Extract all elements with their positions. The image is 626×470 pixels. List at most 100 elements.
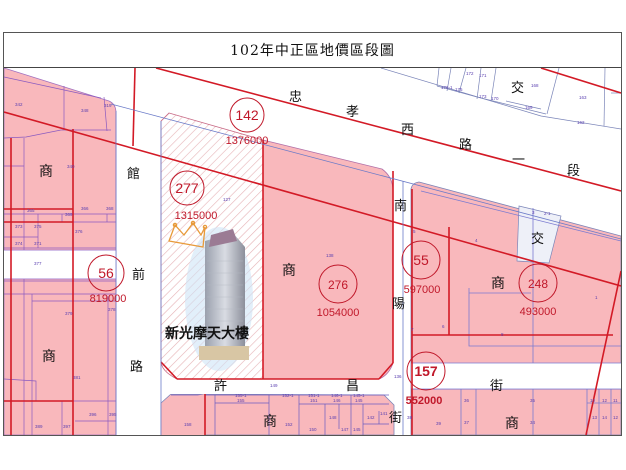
svg-text:1376000: 1376000	[226, 135, 269, 147]
zone-labels: 商 商 商 商 商 商	[39, 164, 519, 432]
svg-text:35: 35	[530, 398, 536, 403]
svg-text:152: 152	[285, 422, 293, 427]
crown-icon	[168, 220, 208, 248]
svg-text:376: 376	[75, 229, 83, 234]
svg-text:許: 許	[214, 379, 227, 394]
svg-text:145: 145	[353, 427, 361, 432]
svg-text:14: 14	[602, 415, 608, 420]
svg-text:158: 158	[184, 422, 192, 427]
svg-text:昌: 昌	[346, 379, 359, 394]
road-labels: 忠 孝 西 路 一 段 館 前 路 南 陽 街 許 昌 街 交 交	[127, 80, 580, 426]
svg-text:一: 一	[512, 153, 525, 168]
svg-text:145-1: 145-1	[353, 393, 365, 398]
section-55[interactable]: 55 597000	[401, 240, 441, 296]
svg-text:136: 136	[394, 374, 402, 379]
svg-text:商: 商	[39, 164, 53, 180]
svg-text:陽: 陽	[392, 297, 405, 312]
section-56[interactable]: 56 819000	[87, 254, 127, 305]
svg-text:319: 319	[104, 103, 112, 108]
map-frame: 102年中正區地價區段圖	[3, 32, 622, 436]
svg-text:商: 商	[505, 416, 519, 432]
svg-text:389: 389	[35, 424, 43, 429]
svg-text:248: 248	[528, 277, 548, 291]
section-248[interactable]: 248 493000	[518, 263, 558, 318]
svg-text:395: 395	[109, 412, 117, 417]
svg-text:381: 381	[73, 375, 81, 380]
svg-text:397: 397	[63, 424, 71, 429]
svg-text:149: 149	[270, 383, 278, 388]
svg-text:157: 157	[414, 363, 438, 379]
svg-text:371: 371	[34, 241, 42, 246]
parcel-block-south	[160, 393, 395, 435]
svg-text:151: 151	[310, 398, 318, 403]
svg-text:819000: 819000	[90, 293, 127, 305]
land-value-map: 新光摩天大樓 142 1376000 277 1315000 56 819000…	[4, 68, 621, 435]
svg-text:13: 13	[592, 415, 598, 420]
svg-text:館: 館	[127, 167, 140, 182]
svg-text:127: 127	[223, 197, 231, 202]
svg-text:155: 155	[237, 398, 245, 403]
svg-text:39: 39	[436, 421, 442, 426]
svg-text:377: 377	[34, 261, 42, 266]
svg-text:597000: 597000	[404, 284, 441, 296]
svg-text:374: 374	[15, 241, 23, 246]
svg-text:2-1: 2-1	[544, 211, 551, 216]
svg-text:交: 交	[511, 80, 524, 96]
svg-text:商: 商	[42, 349, 56, 365]
svg-text:路: 路	[459, 137, 472, 153]
svg-text:169: 169	[525, 105, 533, 110]
svg-text:148: 148	[329, 415, 337, 420]
section-boundaries	[4, 68, 621, 435]
svg-text:493000: 493000	[520, 306, 557, 318]
section-277[interactable]: 277 1315000	[169, 170, 217, 222]
svg-text:8: 8	[501, 332, 504, 337]
svg-text:忠: 忠	[289, 90, 302, 105]
svg-text:146-1: 146-1	[331, 393, 343, 398]
landmark-label: 新光摩天大樓	[165, 325, 249, 342]
svg-text:375: 375	[34, 224, 42, 229]
svg-text:前: 前	[132, 267, 145, 283]
section-276[interactable]: 276 1054000	[317, 264, 360, 319]
parcel-block-276	[262, 139, 394, 380]
svg-text:孝: 孝	[346, 105, 359, 120]
svg-text:12: 12	[602, 398, 608, 403]
svg-text:36: 36	[464, 398, 470, 403]
section-157[interactable]: 157 552000	[406, 351, 446, 407]
svg-text:34: 34	[530, 420, 536, 425]
svg-text:37: 37	[464, 420, 470, 425]
section-142[interactable]: 142 1376000	[226, 97, 269, 147]
svg-text:152-1: 152-1	[282, 393, 294, 398]
svg-text:146: 146	[333, 398, 341, 403]
svg-text:142: 142	[235, 107, 259, 123]
svg-text:55: 55	[413, 252, 429, 268]
svg-text:379: 379	[65, 311, 73, 316]
svg-text:56: 56	[98, 265, 114, 281]
svg-text:4: 4	[475, 238, 478, 243]
svg-text:142: 142	[367, 415, 375, 420]
parcel-block-west	[4, 68, 117, 435]
svg-text:162: 162	[577, 120, 585, 125]
svg-text:11: 11	[613, 398, 618, 403]
svg-text:348: 348	[81, 108, 89, 113]
svg-text:商: 商	[491, 276, 505, 292]
svg-text:145: 145	[355, 398, 363, 403]
svg-text:138: 138	[326, 253, 334, 258]
svg-text:路: 路	[130, 359, 143, 375]
svg-text:369: 369	[65, 212, 73, 217]
svg-text:交: 交	[531, 231, 544, 247]
svg-text:南: 南	[394, 198, 407, 214]
svg-text:10: 10	[590, 398, 596, 403]
svg-text:342: 342	[15, 102, 23, 107]
svg-text:段: 段	[567, 164, 580, 179]
svg-text:商: 商	[263, 414, 277, 430]
svg-text:365: 365	[27, 208, 35, 213]
svg-text:147: 147	[341, 427, 349, 432]
svg-text:171: 171	[479, 73, 487, 78]
svg-text:141: 141	[380, 411, 388, 416]
svg-text:368: 368	[106, 206, 114, 211]
title-bar: 102年中正區地價區段圖	[4, 33, 621, 68]
svg-text:373: 373	[15, 224, 23, 229]
svg-text:151-1: 151-1	[308, 393, 320, 398]
svg-text:174: 174	[463, 68, 471, 69]
svg-text:3: 3	[532, 210, 535, 215]
